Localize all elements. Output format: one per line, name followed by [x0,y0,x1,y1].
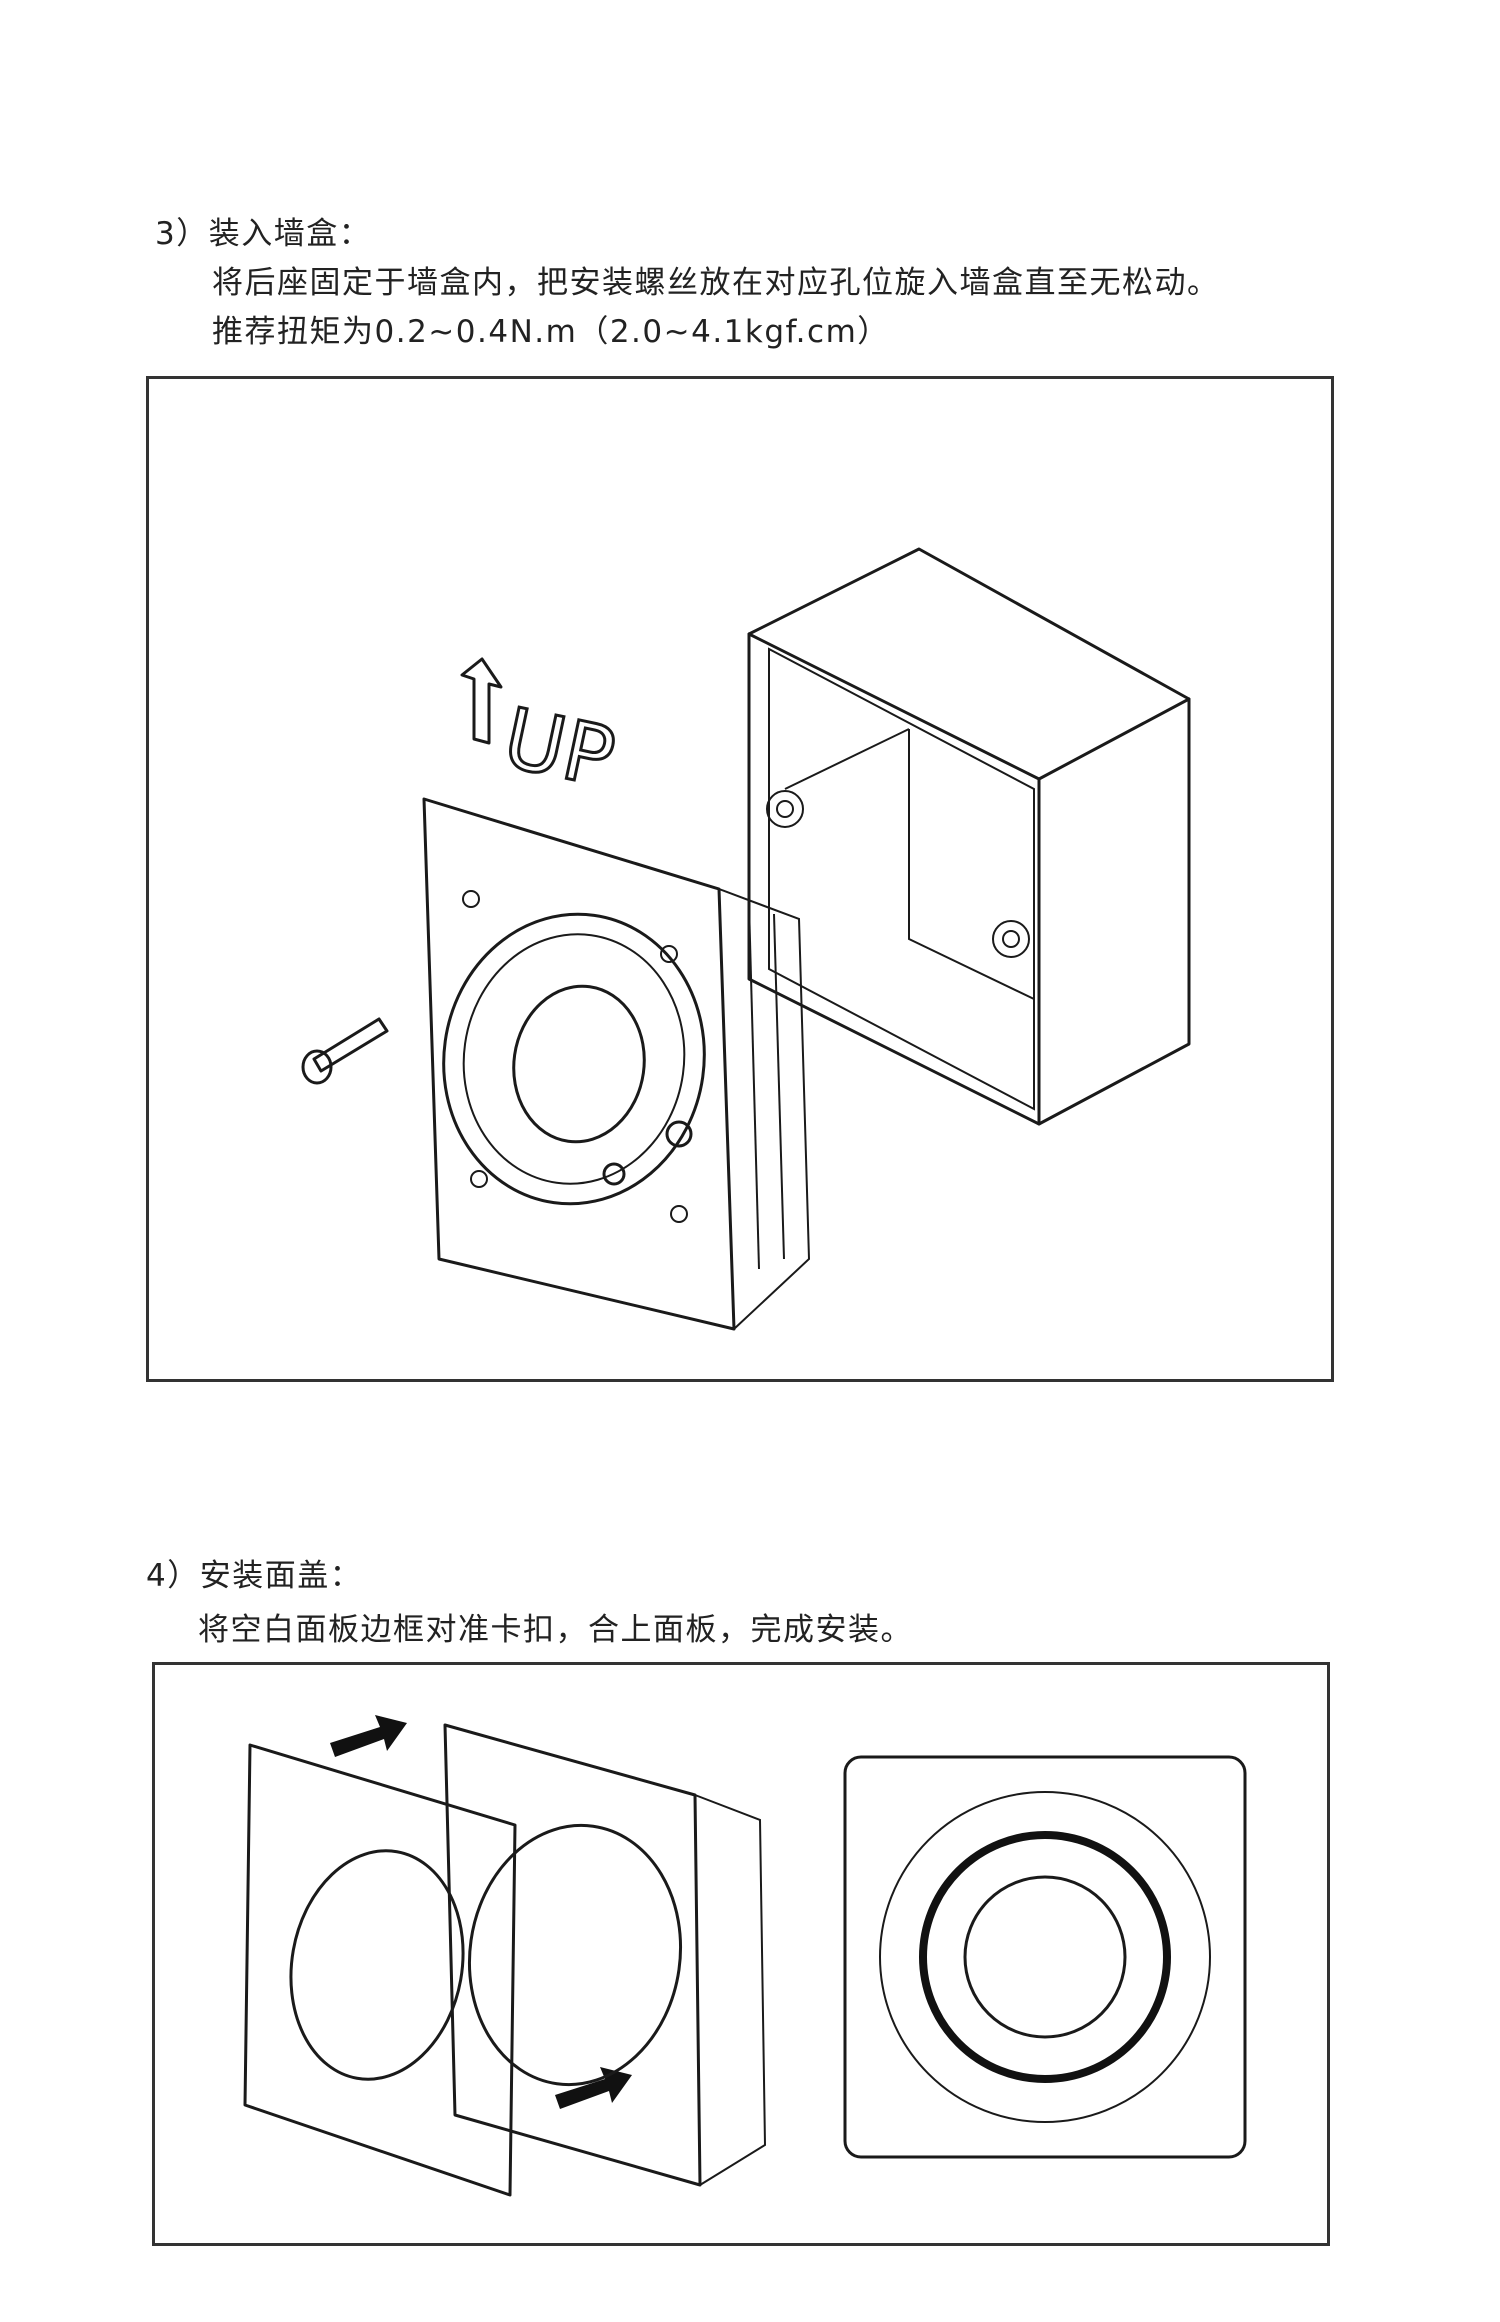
step4-heading: 4）安装面盖： [146,1558,363,1594]
cover-plate [243,1743,517,2197]
cover-installation-illustration [243,1715,1247,2197]
step3-instruction: 将后座固定于墙盒内，把安装螺丝放在对应孔位旋入墙盒直至无松动。 [212,265,1220,301]
up-arrow-icon [460,657,503,745]
arrow-right-icon [330,1715,407,1757]
switch-base [443,1723,767,2187]
screw [301,1017,389,1085]
wall-box-installation-illustration: UP [301,547,1191,1331]
step3-heading: 3）装入墙盒： [155,216,372,252]
step3-torque: 推荐扭矩为0.2~0.4N.m（2.0~4.1kgf.cm） [212,314,890,350]
up-label: UP [496,691,623,807]
step4-figure [152,1662,1330,2246]
step3-figure: UP [146,376,1334,1382]
switch-base [422,797,811,1331]
step4-instruction: 将空白面板边框对准卡扣，合上面板，完成安装。 [198,1612,913,1648]
finished-panel [843,1755,1247,2159]
arrow-right-icon [555,2067,632,2109]
wall-box [747,547,1191,1126]
